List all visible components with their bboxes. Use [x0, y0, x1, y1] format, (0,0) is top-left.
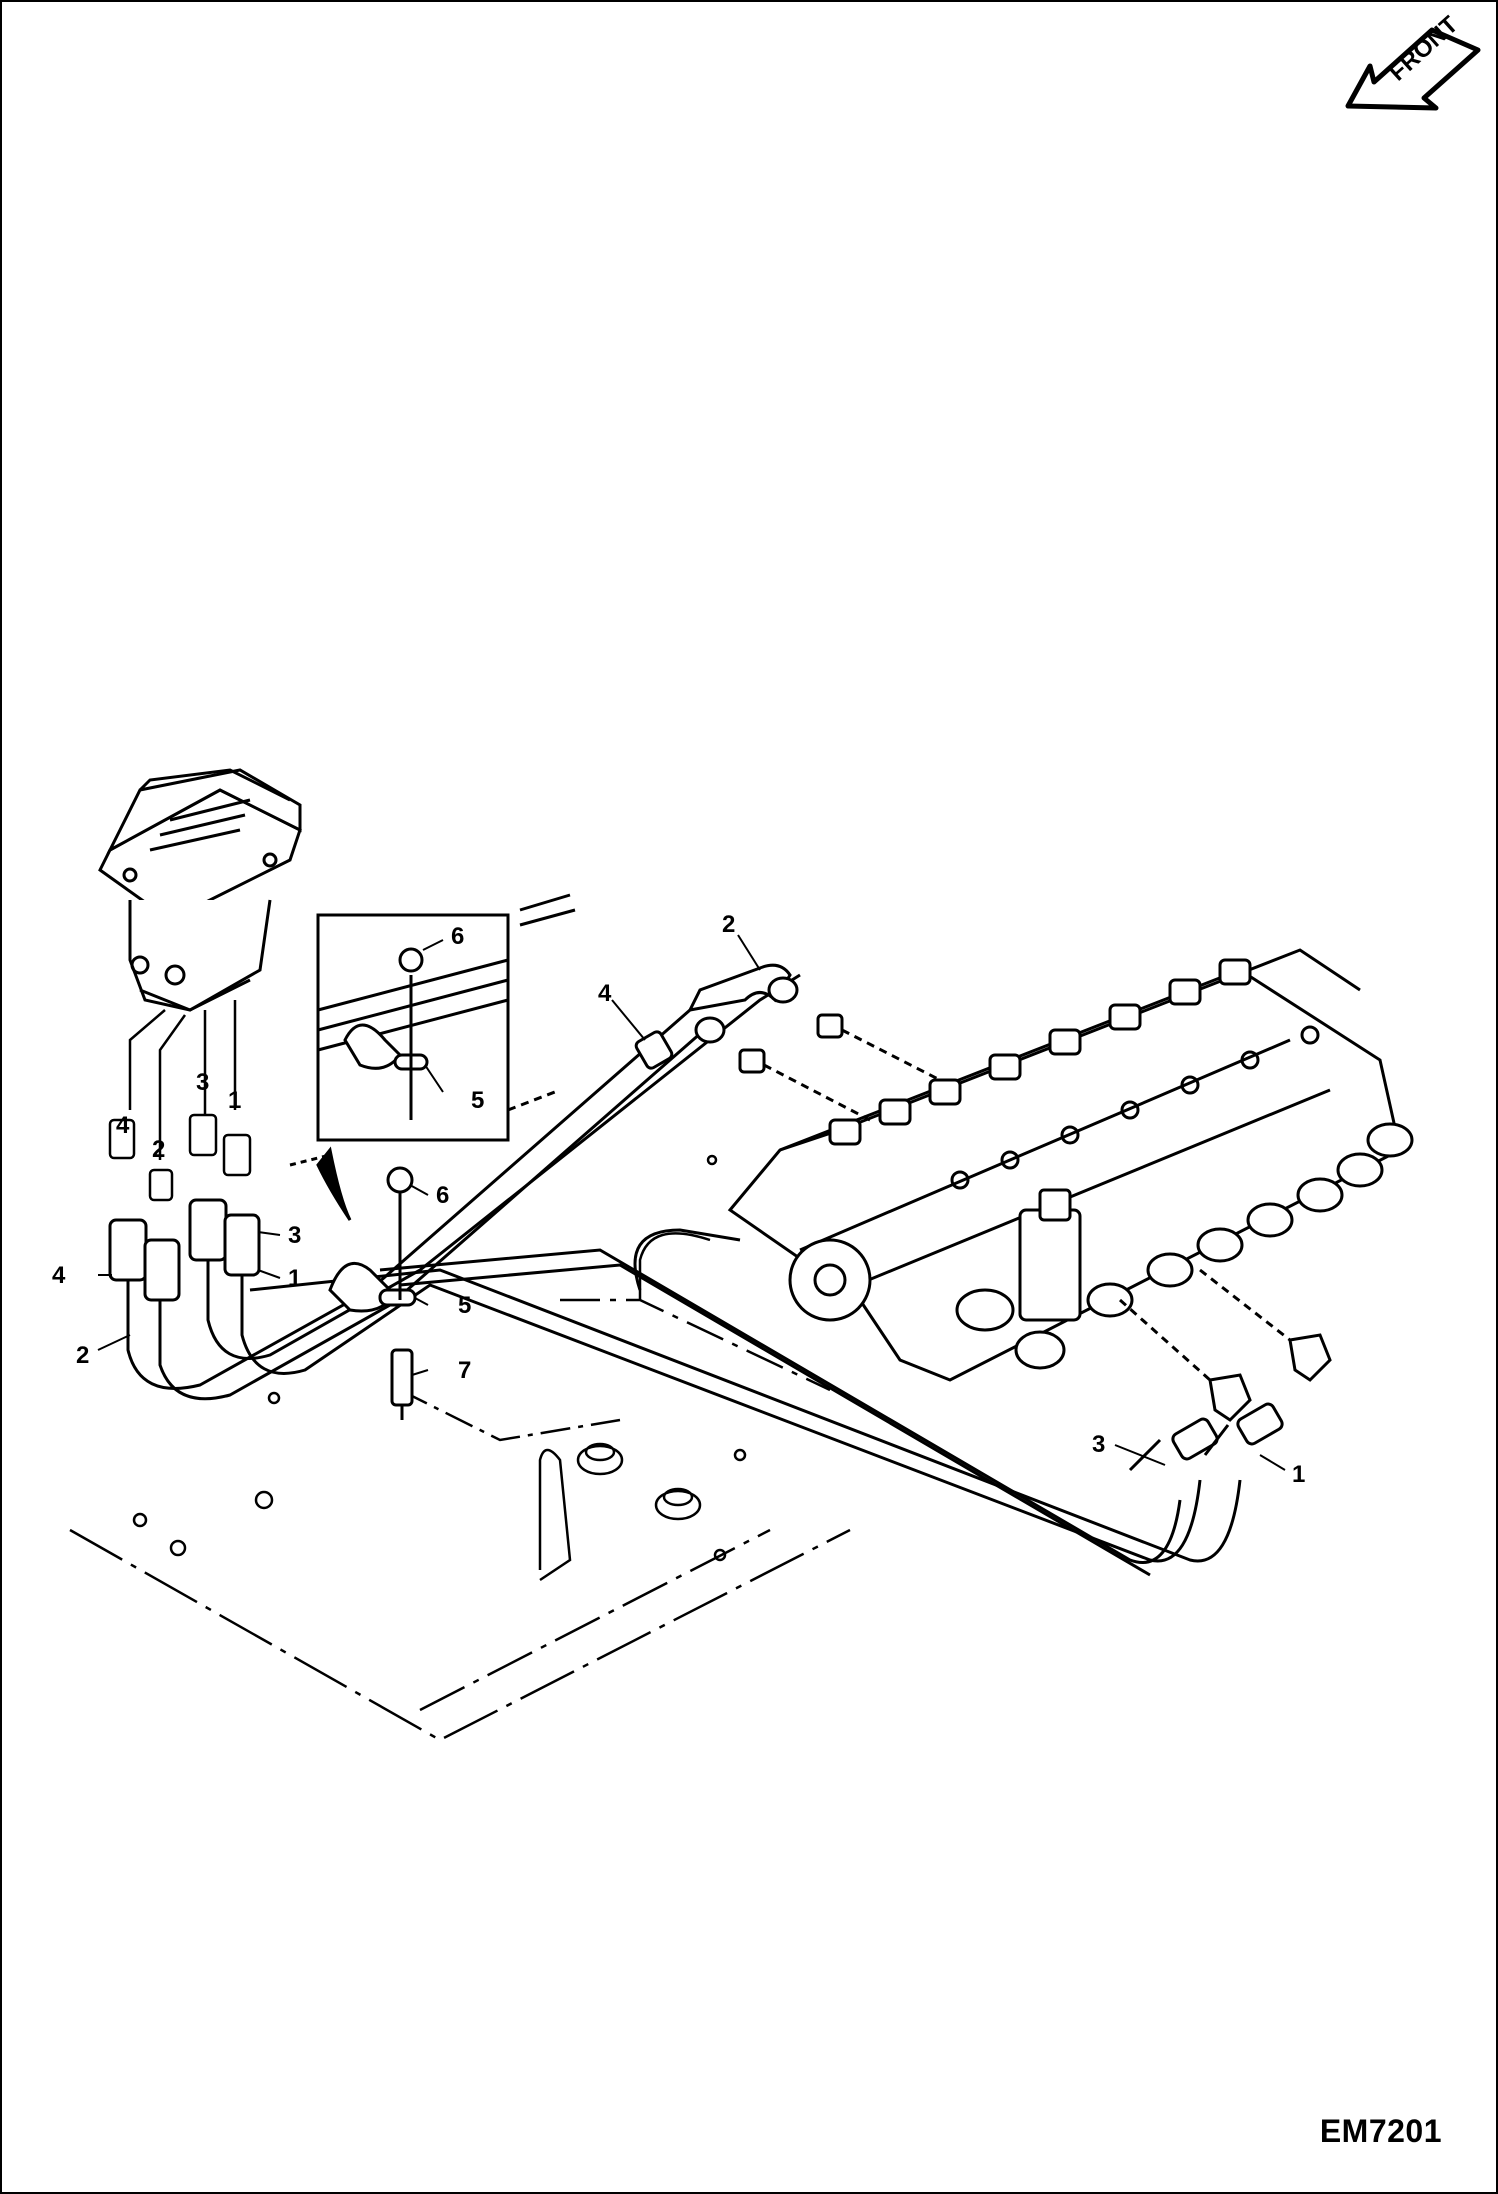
- callout-6-main: 6: [436, 1182, 449, 1209]
- callout-7-main: 7: [458, 1357, 471, 1384]
- pilot-control-valve: [98, 768, 302, 1012]
- pilot-port-leaders: [128, 1000, 237, 1160]
- callout-3-upper: 3: [196, 1069, 209, 1096]
- port-adapters: [108, 1113, 252, 1202]
- callout-4-upper: 4: [116, 1112, 130, 1139]
- callout-4-mid: 4: [52, 1262, 66, 1289]
- callout-1-mid: 1: [288, 1265, 301, 1292]
- callout-numbers: 1 3 2 4 3 1 4 2 6 5 6 5 7 4 2 3 1: [52, 911, 1305, 1488]
- valve-upper-connectors: [634, 963, 941, 1122]
- main-control-valve: [727, 948, 1414, 1382]
- valve-spool-caps: [955, 1122, 1414, 1370]
- callout-1-upper: 1: [228, 1087, 241, 1114]
- callout-6-detail: 6: [451, 923, 464, 950]
- callout-leaders: [97, 934, 1286, 1471]
- callout-3-right: 3: [1092, 1431, 1105, 1458]
- hose-bundle: [126, 973, 1242, 1577]
- callout-2-hose: 2: [722, 911, 735, 938]
- callout-1-right: 1: [1292, 1461, 1305, 1488]
- callout-2-upper: 2: [152, 1136, 165, 1163]
- callout-4-hose: 4: [598, 980, 612, 1007]
- callout-2-mid: 2: [76, 1342, 89, 1369]
- callout-3-mid: 3: [288, 1222, 301, 1249]
- floor-plate: [69, 1154, 851, 1742]
- callout-5-detail: 5: [471, 1087, 484, 1114]
- callout-5-main: 5: [458, 1292, 471, 1319]
- drawing-code: EM7201: [1319, 2113, 1442, 2149]
- detail-inset: [289, 893, 576, 1221]
- elbow-fittings-right: [1119, 1268, 1332, 1472]
- hose-clamp: [328, 1166, 417, 1420]
- front-direction-arrow-icon: FRONT: [1345, 11, 1481, 111]
- valve-top-fittings: [828, 958, 1252, 1146]
- hose-end-fittings-left: [108, 1198, 261, 1302]
